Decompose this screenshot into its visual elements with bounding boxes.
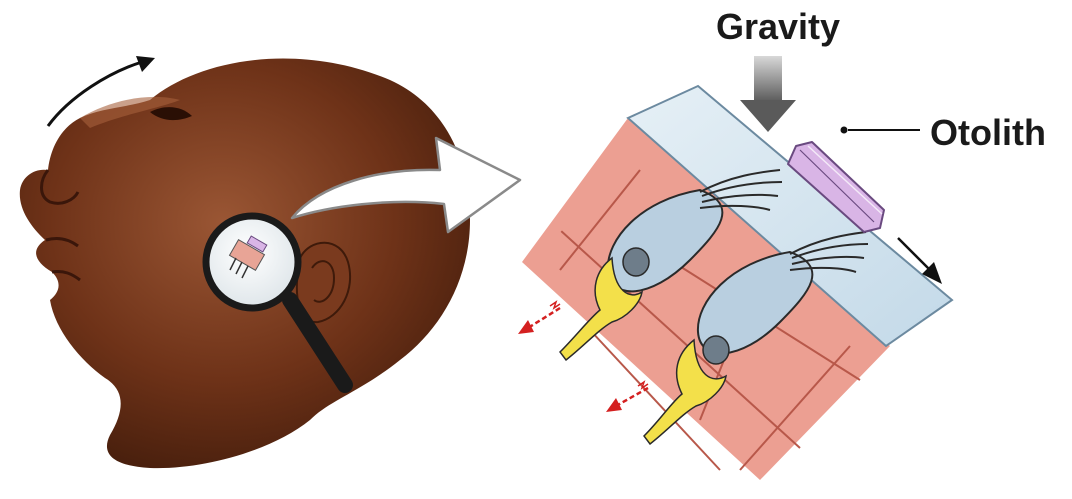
otolith-label: Otolith [930,112,1046,154]
gravity-label: Gravity [716,6,840,48]
gravity-arrow-icon [740,56,796,132]
macula-closeup [518,86,952,480]
nerve-signal-arrow-icon [518,302,560,334]
otolith-leader-line [841,127,921,134]
